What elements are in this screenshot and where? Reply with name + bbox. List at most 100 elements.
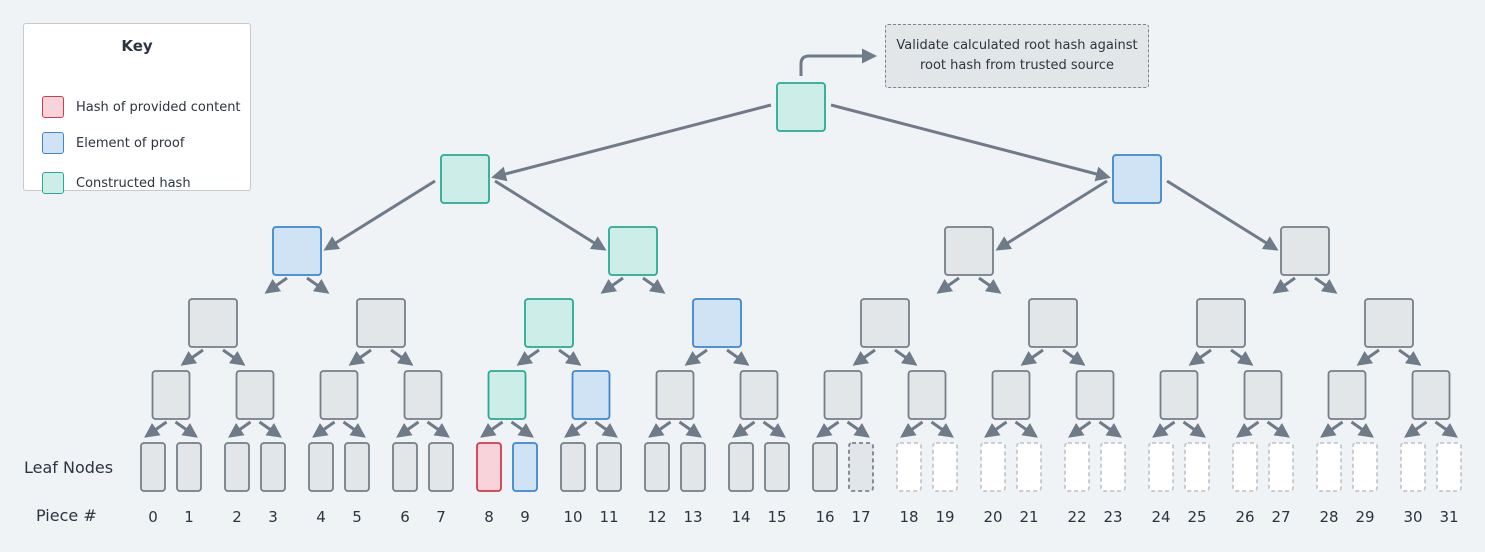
- hash-node-default: [151, 370, 191, 420]
- tree-edge-arrow: [984, 420, 1008, 438]
- piece-number: 12: [647, 508, 666, 526]
- tree-edge-arrow: [426, 420, 450, 438]
- hash-node-proof: [1112, 154, 1162, 204]
- leaf-node-default: [596, 442, 622, 492]
- piece-number: 25: [1187, 508, 1206, 526]
- tree-edge-arrow: [1404, 420, 1428, 438]
- leaf-node-default: [344, 442, 370, 492]
- tree-edge-arrow: [564, 420, 588, 438]
- hash-node-default: [235, 370, 275, 420]
- tree-edge-arrow: [323, 179, 436, 251]
- piece-number: 10: [563, 508, 582, 526]
- leaf-node-default: [140, 442, 166, 492]
- piece-number: 17: [851, 508, 870, 526]
- tree-edge-arrow: [258, 420, 282, 438]
- legend-label: Hash of provided content: [76, 99, 241, 115]
- tree-edge-arrow: [894, 348, 918, 366]
- piece-number: 9: [520, 508, 530, 526]
- tree-edge-arrow: [1020, 348, 1044, 366]
- leaf-node-default: [260, 442, 286, 492]
- legend: Key Hash of provided content Element of …: [23, 23, 251, 194]
- hash-node-default: [1196, 298, 1246, 348]
- piece-number: 16: [815, 508, 834, 526]
- leaf-node-default: [728, 442, 754, 492]
- tree-edge-arrow: [642, 276, 666, 294]
- leaf-node-default: [812, 442, 838, 492]
- tree-edge-arrow: [180, 348, 204, 366]
- piece-number: 18: [899, 508, 918, 526]
- tree-edge-arrow: [1398, 348, 1422, 366]
- tree-edge-arrow: [594, 420, 618, 438]
- tree-edge-arrow: [1152, 420, 1176, 438]
- legend-item-proof: Element of proof: [42, 132, 184, 154]
- tree-edge-arrow: [678, 420, 702, 438]
- leaf-node-dashed-gray: [848, 442, 874, 492]
- piece-number: 0: [148, 508, 158, 526]
- leaf-node-empty: [1316, 442, 1342, 492]
- tree-edge-arrow: [312, 420, 336, 438]
- tree-edge-arrow: [390, 348, 414, 366]
- tree-edge-arrow: [516, 348, 540, 366]
- piece-number: 6: [400, 508, 410, 526]
- tree-edge-arrow: [1062, 348, 1086, 366]
- tree-edge-arrow: [1272, 276, 1296, 294]
- hash-node-default: [1364, 298, 1414, 348]
- piece-number: 7: [436, 508, 446, 526]
- piece-number: 13: [683, 508, 702, 526]
- legend-label: Element of proof: [76, 135, 185, 151]
- tree-edge-arrow: [491, 103, 772, 182]
- leaf-node-empty: [1184, 442, 1210, 492]
- tree-edge-arrow: [228, 420, 252, 438]
- tree-edge-arrow: [1356, 348, 1380, 366]
- hash-node-default: [860, 298, 910, 348]
- callout-line-1: Validate calculated root hash against: [896, 38, 1138, 53]
- piece-number: 30: [1403, 508, 1422, 526]
- hash-node-default: [991, 370, 1031, 420]
- hash-node-proof: [692, 298, 742, 348]
- piece-number: 19: [935, 508, 954, 526]
- hash-node-constructed: [440, 154, 490, 204]
- hash-node-default: [1075, 370, 1115, 420]
- leaf-node-empty: [1232, 442, 1258, 492]
- leaf-node-empty: [1400, 442, 1426, 492]
- hash-node-constructed: [487, 370, 527, 420]
- hash-node-default: [1327, 370, 1367, 420]
- tree-edge-arrow: [930, 420, 954, 438]
- hash-node-default: [655, 370, 695, 420]
- tree-edge-arrow: [480, 420, 504, 438]
- tree-edge-arrow: [1230, 348, 1254, 366]
- leaf-node-empty: [1268, 442, 1294, 492]
- hash-node-proof: [571, 370, 611, 420]
- tree-edge-arrow: [1320, 420, 1344, 438]
- callout-connector-arrow: [799, 48, 877, 76]
- hash-node-default: [356, 298, 406, 348]
- legend-swatch-teal: [42, 172, 64, 194]
- tree-edge-arrow: [995, 179, 1108, 251]
- leaf-node-empty: [1064, 442, 1090, 492]
- leaf-node-empty: [980, 442, 1006, 492]
- legend-label: Constructed hash: [76, 175, 191, 191]
- piece-number: 26: [1235, 508, 1254, 526]
- leaf-node-default: [176, 442, 202, 492]
- tree-edge-arrow: [1314, 276, 1338, 294]
- leaf-node-default: [764, 442, 790, 492]
- hash-node-default: [1280, 226, 1330, 276]
- tree-edge-arrow: [978, 276, 1002, 294]
- hash-node-default: [1411, 370, 1451, 420]
- tree-edge-arrow: [726, 348, 750, 366]
- piece-number: 21: [1019, 508, 1038, 526]
- tree-edge-arrow: [816, 420, 840, 438]
- leaf-node-empty: [1436, 442, 1462, 492]
- callout-arrow: [799, 48, 877, 76]
- tree-edge-arrow: [396, 420, 420, 438]
- piece-number: 3: [268, 508, 278, 526]
- hash-node-default: [1159, 370, 1199, 420]
- tree-edge-arrow: [1188, 348, 1212, 366]
- tree-edge-arrow: [264, 276, 288, 294]
- hash-node-default: [739, 370, 779, 420]
- leaf-node-empty: [1352, 442, 1378, 492]
- tree-edge-arrow: [1434, 420, 1458, 438]
- hash-node-default: [403, 370, 443, 420]
- piece-number: 2: [232, 508, 242, 526]
